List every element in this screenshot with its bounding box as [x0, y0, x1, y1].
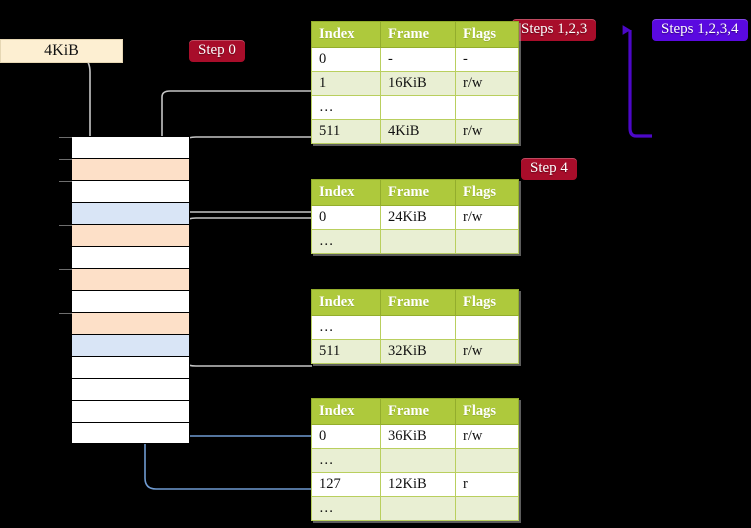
- cell-flags: [455, 229, 519, 254]
- table-row[interactable]: …: [311, 496, 519, 521]
- memory-frame-7[interactable]: [71, 290, 190, 312]
- memory-frame-11[interactable]: [71, 378, 190, 400]
- cell-frame: [380, 496, 456, 521]
- frame-size-caption: 4KiB: [0, 39, 123, 63]
- column-header-frame: Frame: [380, 21, 456, 48]
- column-header-frame: Frame: [380, 289, 456, 316]
- cell-flags: r/w: [455, 424, 519, 449]
- cell-flags: r/w: [455, 71, 519, 96]
- table-row[interactable]: …: [311, 95, 519, 120]
- cell-index: …: [311, 315, 381, 340]
- cell-flags: r/w: [455, 119, 519, 144]
- wire-steps-loop: [622, 25, 652, 138]
- cell-index: 511: [311, 119, 381, 144]
- memory-frame-3[interactable]: [71, 202, 190, 224]
- column-header-flags: Flags: [455, 289, 519, 316]
- memory-frame-tick: [59, 269, 72, 270]
- cell-flags: [455, 496, 519, 521]
- cell-index: …: [311, 229, 381, 254]
- column-header-flags: Flags: [455, 21, 519, 48]
- cell-frame: -: [380, 47, 456, 72]
- column-header-frame: Frame: [380, 179, 456, 206]
- badge-steps-123[interactable]: Steps 1,2,3: [512, 19, 597, 41]
- cell-index: …: [311, 448, 381, 473]
- cell-flags: [455, 448, 519, 473]
- memory-frame-1[interactable]: [59, 158, 190, 180]
- cell-index: …: [311, 95, 381, 120]
- badge-steps-1234[interactable]: Steps 1,2,3,4: [652, 19, 748, 41]
- cell-frame: 36KiB: [380, 424, 456, 449]
- cell-frame: [380, 315, 456, 340]
- cell-index: 0: [311, 424, 381, 449]
- cell-index: 511: [311, 339, 381, 364]
- memory-frame-tick: [59, 137, 72, 138]
- cell-index: …: [311, 496, 381, 521]
- memory-frame-13[interactable]: [71, 422, 190, 444]
- memory-frame-12[interactable]: [71, 400, 190, 422]
- badge-step-0[interactable]: Step 0: [189, 40, 245, 62]
- memory-frame-5[interactable]: [71, 246, 190, 268]
- column-header-index: Index: [311, 21, 381, 48]
- cell-flags: r/w: [455, 205, 519, 230]
- cell-frame: 24KiB: [380, 205, 456, 230]
- memory-frame-9[interactable]: [71, 334, 190, 356]
- cell-index: 1: [311, 71, 381, 96]
- memory-frame-0[interactable]: [59, 136, 190, 158]
- column-header-index: Index: [311, 398, 381, 425]
- cell-frame: 32KiB: [380, 339, 456, 364]
- cell-frame: [380, 229, 456, 254]
- memory-frame-2[interactable]: [59, 180, 190, 202]
- column-header-index: Index: [311, 179, 381, 206]
- wire-memory-to-pdpt: [175, 211, 312, 228]
- cell-flags: -: [455, 47, 519, 72]
- cell-flags: r: [455, 472, 519, 497]
- table-row[interactable]: 0--: [311, 47, 519, 72]
- table-row[interactable]: …: [311, 448, 519, 473]
- cell-flags: [455, 95, 519, 120]
- frame-size-label: 4KiB: [44, 42, 79, 59]
- cell-index: 0: [311, 205, 381, 230]
- cell-frame: 4KiB: [380, 119, 456, 144]
- wire-pdpt-to-memory: [179, 217, 312, 248]
- cell-frame: [380, 448, 456, 473]
- cell-frame: 16KiB: [380, 71, 456, 96]
- memory-frame-4[interactable]: [59, 224, 190, 246]
- badge-step-4[interactable]: Step 4: [521, 158, 577, 180]
- column-header-flags: Flags: [455, 179, 519, 206]
- cell-frame: [380, 95, 456, 120]
- memory-frame-10[interactable]: [71, 356, 190, 378]
- memory-frame-8[interactable]: [59, 312, 190, 334]
- memory-frame-6[interactable]: [59, 268, 190, 290]
- column-header-index: Index: [311, 289, 381, 316]
- table-row[interactable]: …: [311, 229, 519, 254]
- wire-pd-to-memory: [174, 296, 312, 367]
- memory-frame-tick: [59, 181, 72, 182]
- cell-flags: [455, 315, 519, 340]
- cell-flags: r/w: [455, 339, 519, 364]
- physical-memory-column: [59, 136, 190, 444]
- cell-index: 127: [311, 472, 381, 497]
- memory-frame-tick: [59, 159, 72, 160]
- memory-frame-tick: [59, 225, 72, 226]
- cell-frame: 12KiB: [380, 472, 456, 497]
- table-row[interactable]: …: [311, 315, 519, 340]
- column-header-frame: Frame: [380, 398, 456, 425]
- memory-frame-tick: [59, 313, 72, 314]
- cell-index: 0: [311, 47, 381, 72]
- column-header-flags: Flags: [455, 398, 519, 425]
